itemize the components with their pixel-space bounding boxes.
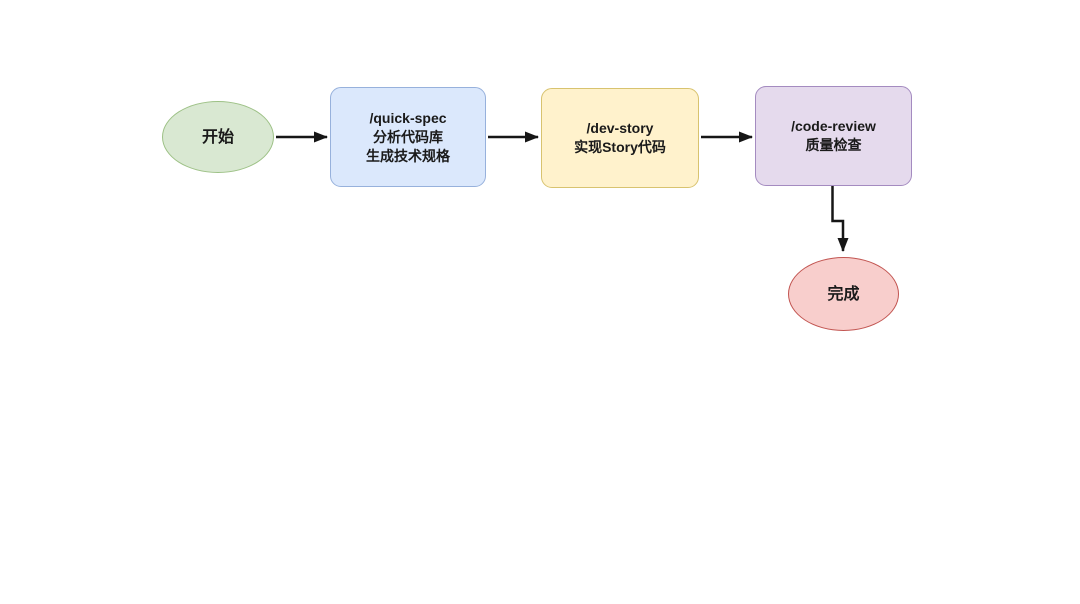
node-quick-spec: /quick-spec 分析代码库 生成技术规格 [330,87,486,187]
node-start: 开始 [162,101,274,173]
node-quick-spec-command: /quick-spec [369,109,447,126]
node-quick-spec-desc-1: 分析代码库 [373,128,443,145]
node-dev-story: /dev-story 实现Story代码 [541,88,699,188]
node-code-review: /code-review 质量检查 [755,86,912,186]
node-dev-story-command: /dev-story [586,120,654,136]
node-dev-story-desc: 实现Story代码 [574,139,666,155]
node-code-review-desc: 质量检查 [805,137,862,153]
node-quick-spec-desc-2: 生成技术规格 [366,147,450,164]
node-done: 完成 [788,257,899,331]
arrow-codereview-to-done [831,186,849,252]
node-done-label: 完成 [827,285,860,303]
node-start-label: 开始 [201,128,234,146]
node-code-review-command: /code-review [791,118,876,134]
